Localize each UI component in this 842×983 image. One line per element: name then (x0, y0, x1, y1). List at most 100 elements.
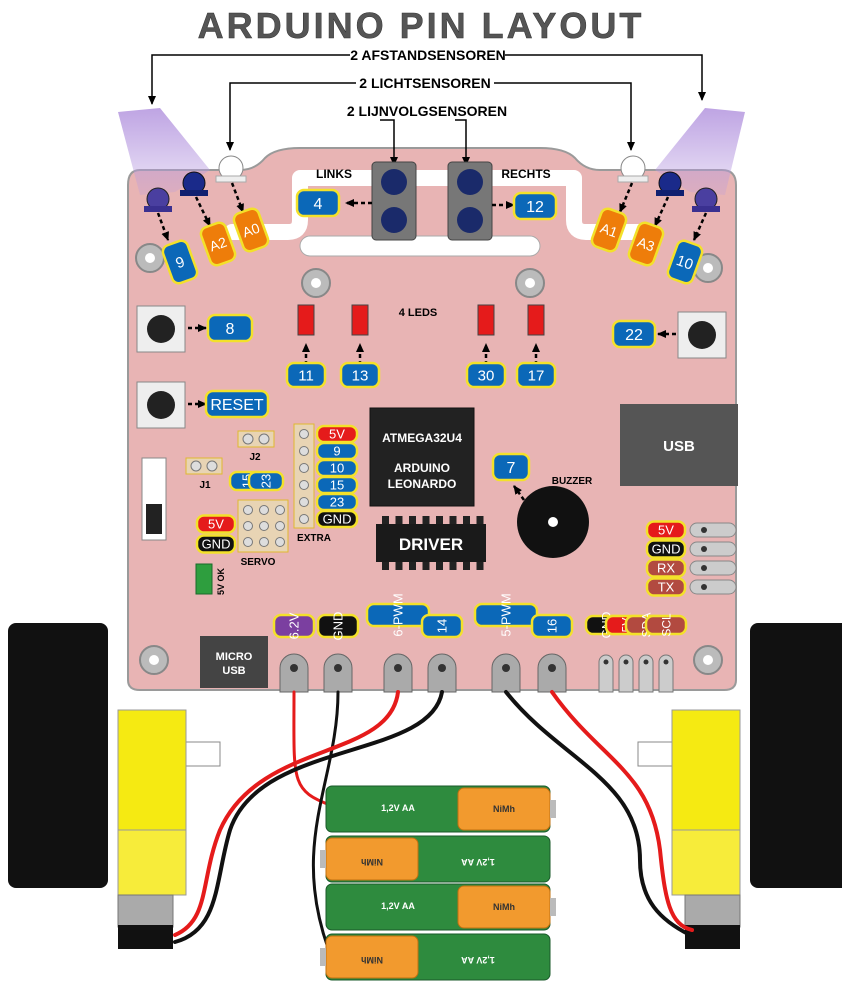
svg-text:TX: TX (658, 580, 675, 595)
svg-text:1,2V AA: 1,2V AA (461, 955, 495, 965)
right-sensor-beam (655, 108, 745, 195)
left-motor (117, 709, 221, 949)
svg-text:5V: 5V (208, 517, 224, 532)
mcu-label-3: LEONARDO (388, 477, 457, 491)
servo-pin-hole (275, 537, 285, 547)
line-sensor-left (371, 161, 417, 241)
pin-extra-4: 23 (315, 492, 359, 512)
header-j2 (237, 430, 275, 448)
label-j1: J1 (199, 480, 211, 491)
label-light-sensors: 2 LICHTSENSOREN (359, 75, 490, 91)
right-header-pin (689, 541, 737, 557)
pin-extra-5: GND (315, 509, 359, 529)
button-left-top[interactable] (136, 305, 186, 353)
servo-pin-hole (243, 537, 253, 547)
label-5v-ok: 5V OK (216, 567, 226, 595)
svg-text:RX: RX (657, 561, 675, 576)
svg-text:1,2V AA: 1,2V AA (381, 901, 415, 911)
pin-bottom-5: 16 (530, 613, 574, 639)
pin-right-0: 5V (645, 520, 687, 540)
svg-text:GND: GND (202, 537, 231, 552)
motor-terminal (279, 653, 309, 693)
right-header-pin (689, 579, 737, 595)
i2c-pin (618, 654, 634, 693)
label-leds: 4 LEDS (399, 307, 438, 319)
header-j1 (185, 457, 223, 475)
svg-text:1,2V AA: 1,2V AA (381, 803, 415, 813)
pin-led-11: 11 (285, 361, 327, 389)
svg-text:GND: GND (331, 612, 346, 641)
right-ir-led (692, 187, 720, 212)
svg-text:13: 13 (352, 367, 369, 384)
right-header-pin (689, 560, 737, 576)
pin-extra-2: 10 (315, 458, 359, 478)
right-ir-receiver (656, 171, 684, 196)
micro-usb-label-1: MICRO (216, 651, 253, 663)
pin-led-13: 13 (339, 361, 381, 389)
svg-text:NiMh: NiMh (493, 902, 515, 912)
extra-pin-hole (299, 429, 309, 439)
motor-terminal (537, 653, 567, 693)
mcu-label-2: ARDUINO (394, 461, 450, 475)
label-links: LINKS (316, 167, 352, 181)
svg-text:A1: A1 (598, 220, 620, 241)
motor-terminal (427, 653, 457, 693)
svg-text:10: 10 (330, 461, 344, 476)
svg-text:1,2V AA: 1,2V AA (461, 857, 495, 867)
i2c-pin (658, 654, 674, 693)
svg-text:GND: GND (652, 542, 681, 557)
label-distance-sensors: 2 AFSTANDSENSOREN (350, 47, 506, 63)
pin-light-a3: A3 (627, 221, 665, 267)
mounting-holes (135, 243, 723, 675)
pin-button-22: 22 (611, 319, 657, 349)
pin-dist-right: 10 (666, 239, 704, 285)
pin-extra-1: 9 (315, 441, 359, 461)
line-sensor-slot (224, 170, 650, 240)
svg-text:17: 17 (528, 367, 545, 384)
servo-pin-hole (243, 505, 253, 515)
svg-text:5-PWM: 5-PWM (499, 593, 514, 636)
label-servo: SERVO (241, 557, 276, 568)
5v-ok-led (195, 563, 213, 595)
usb-label: USB (663, 438, 695, 455)
pin-bottom-3: 14 (420, 613, 464, 639)
driver-label: DRIVER (399, 535, 463, 554)
right-header-connector (689, 522, 737, 595)
svg-text:NiMh: NiMh (493, 804, 515, 814)
pin-i2c-3: SCL (644, 613, 688, 637)
svg-text:23: 23 (259, 474, 274, 488)
pin-servo-5v: 5V (195, 514, 237, 534)
svg-text:11: 11 (298, 367, 314, 384)
pin-button-8: 8 (206, 313, 254, 343)
svg-text:GND: GND (323, 512, 352, 527)
micro-usb-port (200, 636, 268, 688)
page-title: ARDUINO PIN LAYOUT (198, 5, 645, 46)
button-right[interactable] (677, 311, 727, 359)
servo-pin-hole (275, 521, 285, 531)
pin-led-30: 30 (465, 361, 507, 389)
svg-text:16: 16 (545, 619, 560, 633)
button-reset[interactable] (136, 381, 186, 429)
micro-usb-label-2: USB (222, 665, 245, 677)
battery-cell: 1,2V AA NiMh (325, 785, 556, 833)
pin-arrows (156, 182, 708, 501)
pin-extra-0: 5V (315, 424, 359, 444)
annotation-leaders (148, 54, 706, 166)
extra-pin-hole (299, 480, 309, 490)
servo-pin-hole (259, 505, 269, 515)
extra-pin-hole (299, 446, 309, 456)
right-header-pin (689, 522, 737, 538)
mcu-label: ATMEGA32U4 (382, 431, 462, 445)
svg-text:23: 23 (330, 495, 344, 510)
pin-bottom-2: 6-PWM (365, 593, 431, 637)
pin-light-a1: A1 (590, 207, 628, 253)
pin-right-3: TX (645, 577, 687, 597)
bottom-connectors (279, 653, 674, 693)
status-leds (297, 304, 545, 336)
pin-bottom-1: GND (316, 612, 360, 641)
extra-pin-hole (299, 463, 309, 473)
pin-line-left: 4 (295, 188, 341, 218)
